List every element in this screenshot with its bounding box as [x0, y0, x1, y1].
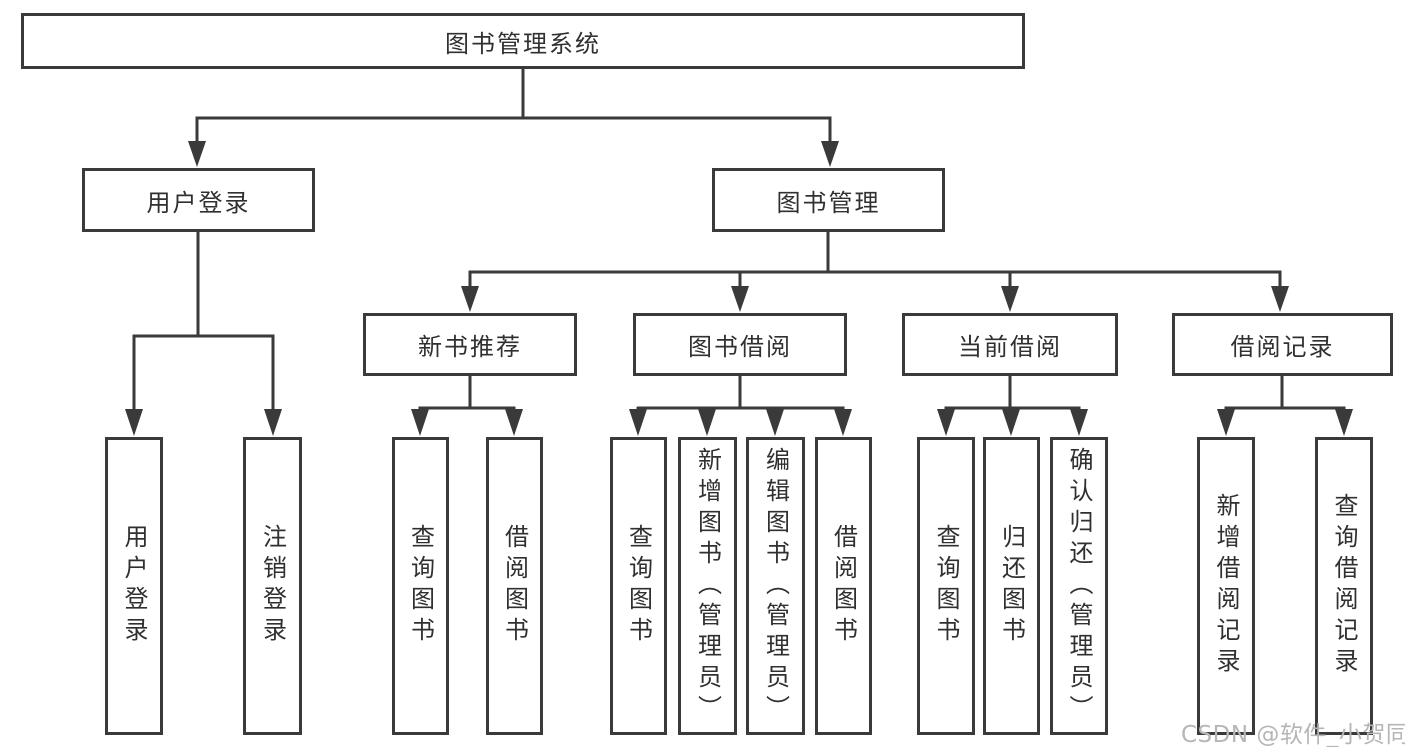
node-label: 图书管理系统 [445, 29, 601, 58]
branch-borrow-records [1217, 376, 1353, 436]
branch-current-borrow [937, 376, 1088, 436]
leaf-edit-books-admin: 编辑图书（管理员） [746, 437, 805, 735]
branch-book-borrow [629, 376, 852, 436]
node-new-book-recommend: 新书推荐 [363, 313, 577, 376]
branch-book-management [461, 231, 1289, 312]
node-library-management-system: 图书管理系统 [21, 13, 1025, 69]
branch-user-login [125, 232, 282, 436]
branch-new-book-recommend [411, 376, 523, 436]
leaf-query-books: 查询图书 [917, 437, 975, 735]
leaf-label: 归还图书 [997, 524, 1026, 648]
node-book-borrow: 图书借阅 [633, 313, 847, 376]
node-label: 图书借阅 [688, 333, 792, 361]
leaf-label: 确认归还（管理员） [1065, 446, 1093, 726]
node-label: 借阅记录 [1230, 333, 1335, 361]
node-user-login: 用户登录 [82, 168, 315, 232]
leaf-logout: 注销登录 [243, 437, 302, 735]
leaf-return-books: 归还图书 [983, 437, 1040, 735]
leaf-label: 用户登录 [120, 524, 148, 648]
leaf-label: 借阅图书 [829, 524, 858, 648]
leaf-label: 查询图书 [624, 524, 653, 648]
branch-root [188, 69, 839, 167]
leaf-label: 注销登录 [258, 524, 287, 648]
leaf-add-borrow-record: 新增借阅记录 [1197, 437, 1255, 735]
node-borrow-records: 借阅记录 [1172, 313, 1393, 376]
leaf-query-borrow-record: 查询借阅记录 [1315, 437, 1373, 735]
leaf-query-books: 查询图书 [392, 437, 449, 735]
leaf-borrow-books: 借阅图书 [486, 437, 543, 735]
node-current-borrow: 当前借阅 [902, 313, 1118, 376]
leaf-add-books-admin: 新增图书（管理员） [678, 437, 737, 735]
leaf-label: 编辑图书（管理员） [761, 446, 790, 726]
csdn-watermark: CSDN @软件_小贺同学 [1181, 722, 1405, 747]
leaf-label: 借阅图书 [500, 524, 529, 648]
node-label: 新书推荐 [418, 333, 522, 361]
leaf-confirm-return-admin: 确认归还（管理员） [1050, 437, 1108, 735]
leaf-label: 新增图书（管理员） [693, 446, 722, 726]
node-label: 图书管理 [776, 188, 881, 217]
node-book-management: 图书管理 [712, 168, 945, 232]
node-label: 用户登录 [146, 188, 251, 217]
leaf-user-login: 用户登录 [105, 437, 163, 735]
leaf-label: 查询图书 [406, 524, 435, 648]
leaf-query-books: 查询图书 [610, 437, 667, 735]
leaf-borrow-books: 借阅图书 [815, 437, 872, 735]
leaf-label: 查询图书 [932, 524, 960, 648]
node-label: 当前借阅 [958, 333, 1062, 361]
leaf-label: 新增借阅记录 [1212, 493, 1240, 679]
leaf-label: 查询借阅记录 [1330, 493, 1358, 679]
